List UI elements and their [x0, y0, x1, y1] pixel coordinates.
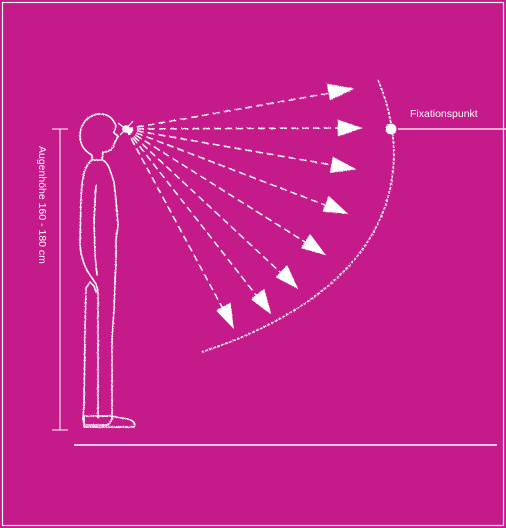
arrowhead — [216, 303, 233, 328]
sight-lines — [126, 93, 338, 307]
sight-line — [126, 129, 332, 165]
arrowhead — [330, 157, 355, 173]
sight-line — [126, 93, 330, 129]
arrowhead — [276, 266, 298, 289]
eye-height-label: Augenhöhe 160 - 180 cm — [36, 146, 48, 264]
arrowhead — [302, 234, 326, 254]
standing-person — [80, 114, 135, 427]
person-arm — [94, 185, 97, 275]
sight-line — [126, 129, 222, 307]
sight-line — [126, 129, 305, 242]
arrowhead — [323, 196, 347, 213]
sight-line — [126, 128, 338, 129]
arrowhead — [338, 120, 362, 136]
fixation-point-label: Fixationspunkt — [410, 108, 478, 120]
arrowhead — [327, 84, 353, 100]
sight-arrowheads — [216, 84, 362, 328]
person-body — [80, 160, 118, 425]
fixation-point-marker — [386, 124, 396, 134]
arrowhead — [251, 289, 270, 314]
person-head — [80, 114, 118, 160]
sight-line — [126, 129, 280, 272]
height-dimension-bracket — [52, 129, 68, 430]
outer-frame — [3, 3, 504, 526]
